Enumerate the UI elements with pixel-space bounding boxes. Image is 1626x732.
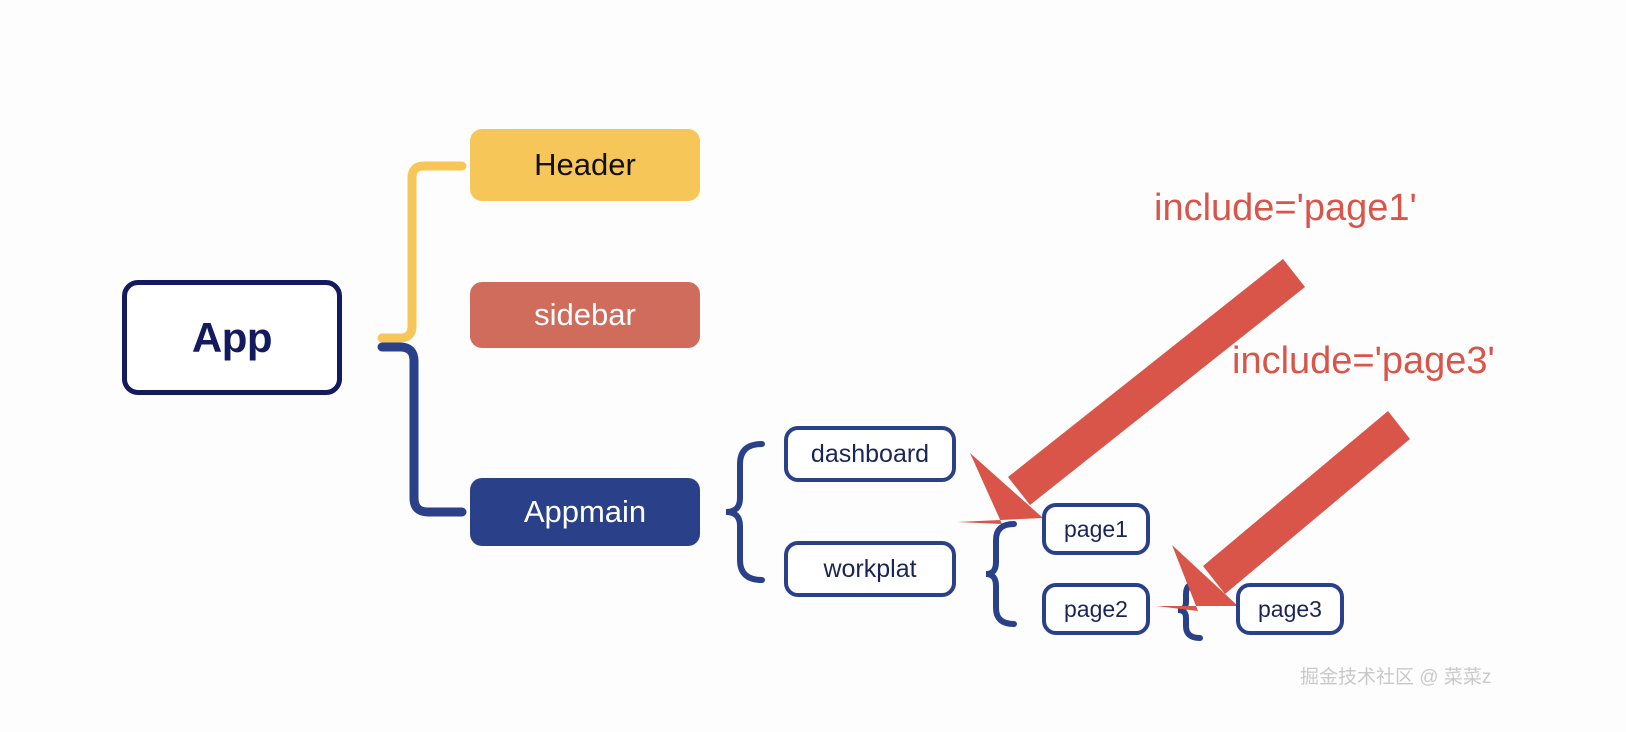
- node-dashboard-label: dashboard: [810, 439, 930, 468]
- brace-appmain-children: [725, 441, 765, 583]
- brace-workplat-children: [985, 521, 1017, 627]
- connector-app-appmain: [377, 342, 467, 517]
- node-appmain[interactable]: Appmain: [470, 478, 700, 546]
- annotation-include-page3: include='page3': [1232, 340, 1495, 382]
- annotation-include-page1: include='page1': [1154, 187, 1417, 229]
- node-appmain-label: Appmain: [523, 494, 647, 529]
- arrow-include-page3: [1156, 411, 1410, 611]
- arrow-include-page1: [957, 259, 1305, 524]
- node-page2[interactable]: page2: [1042, 583, 1150, 635]
- node-page2-label: page2: [1064, 595, 1128, 622]
- node-app-label: App: [191, 313, 273, 361]
- node-page1-label: page1: [1064, 515, 1128, 542]
- node-dashboard[interactable]: dashboard: [784, 426, 956, 482]
- connector-app-header: [377, 161, 467, 343]
- node-workplat-label: workplat: [823, 554, 917, 583]
- watermark: 掘金技术社区 @ 菜菜z: [1300, 667, 1492, 688]
- brace-page2-page3: [1177, 579, 1203, 641]
- node-sidebar[interactable]: sidebar: [470, 282, 700, 348]
- node-workplat[interactable]: workplat: [784, 541, 956, 597]
- node-page3[interactable]: page3: [1236, 583, 1344, 635]
- node-page3-label: page3: [1258, 595, 1322, 622]
- node-page1[interactable]: page1: [1042, 503, 1150, 555]
- node-header-label: Header: [534, 147, 636, 182]
- node-sidebar-label: sidebar: [534, 297, 636, 332]
- node-header[interactable]: Header: [470, 129, 700, 201]
- node-app[interactable]: App: [122, 280, 342, 395]
